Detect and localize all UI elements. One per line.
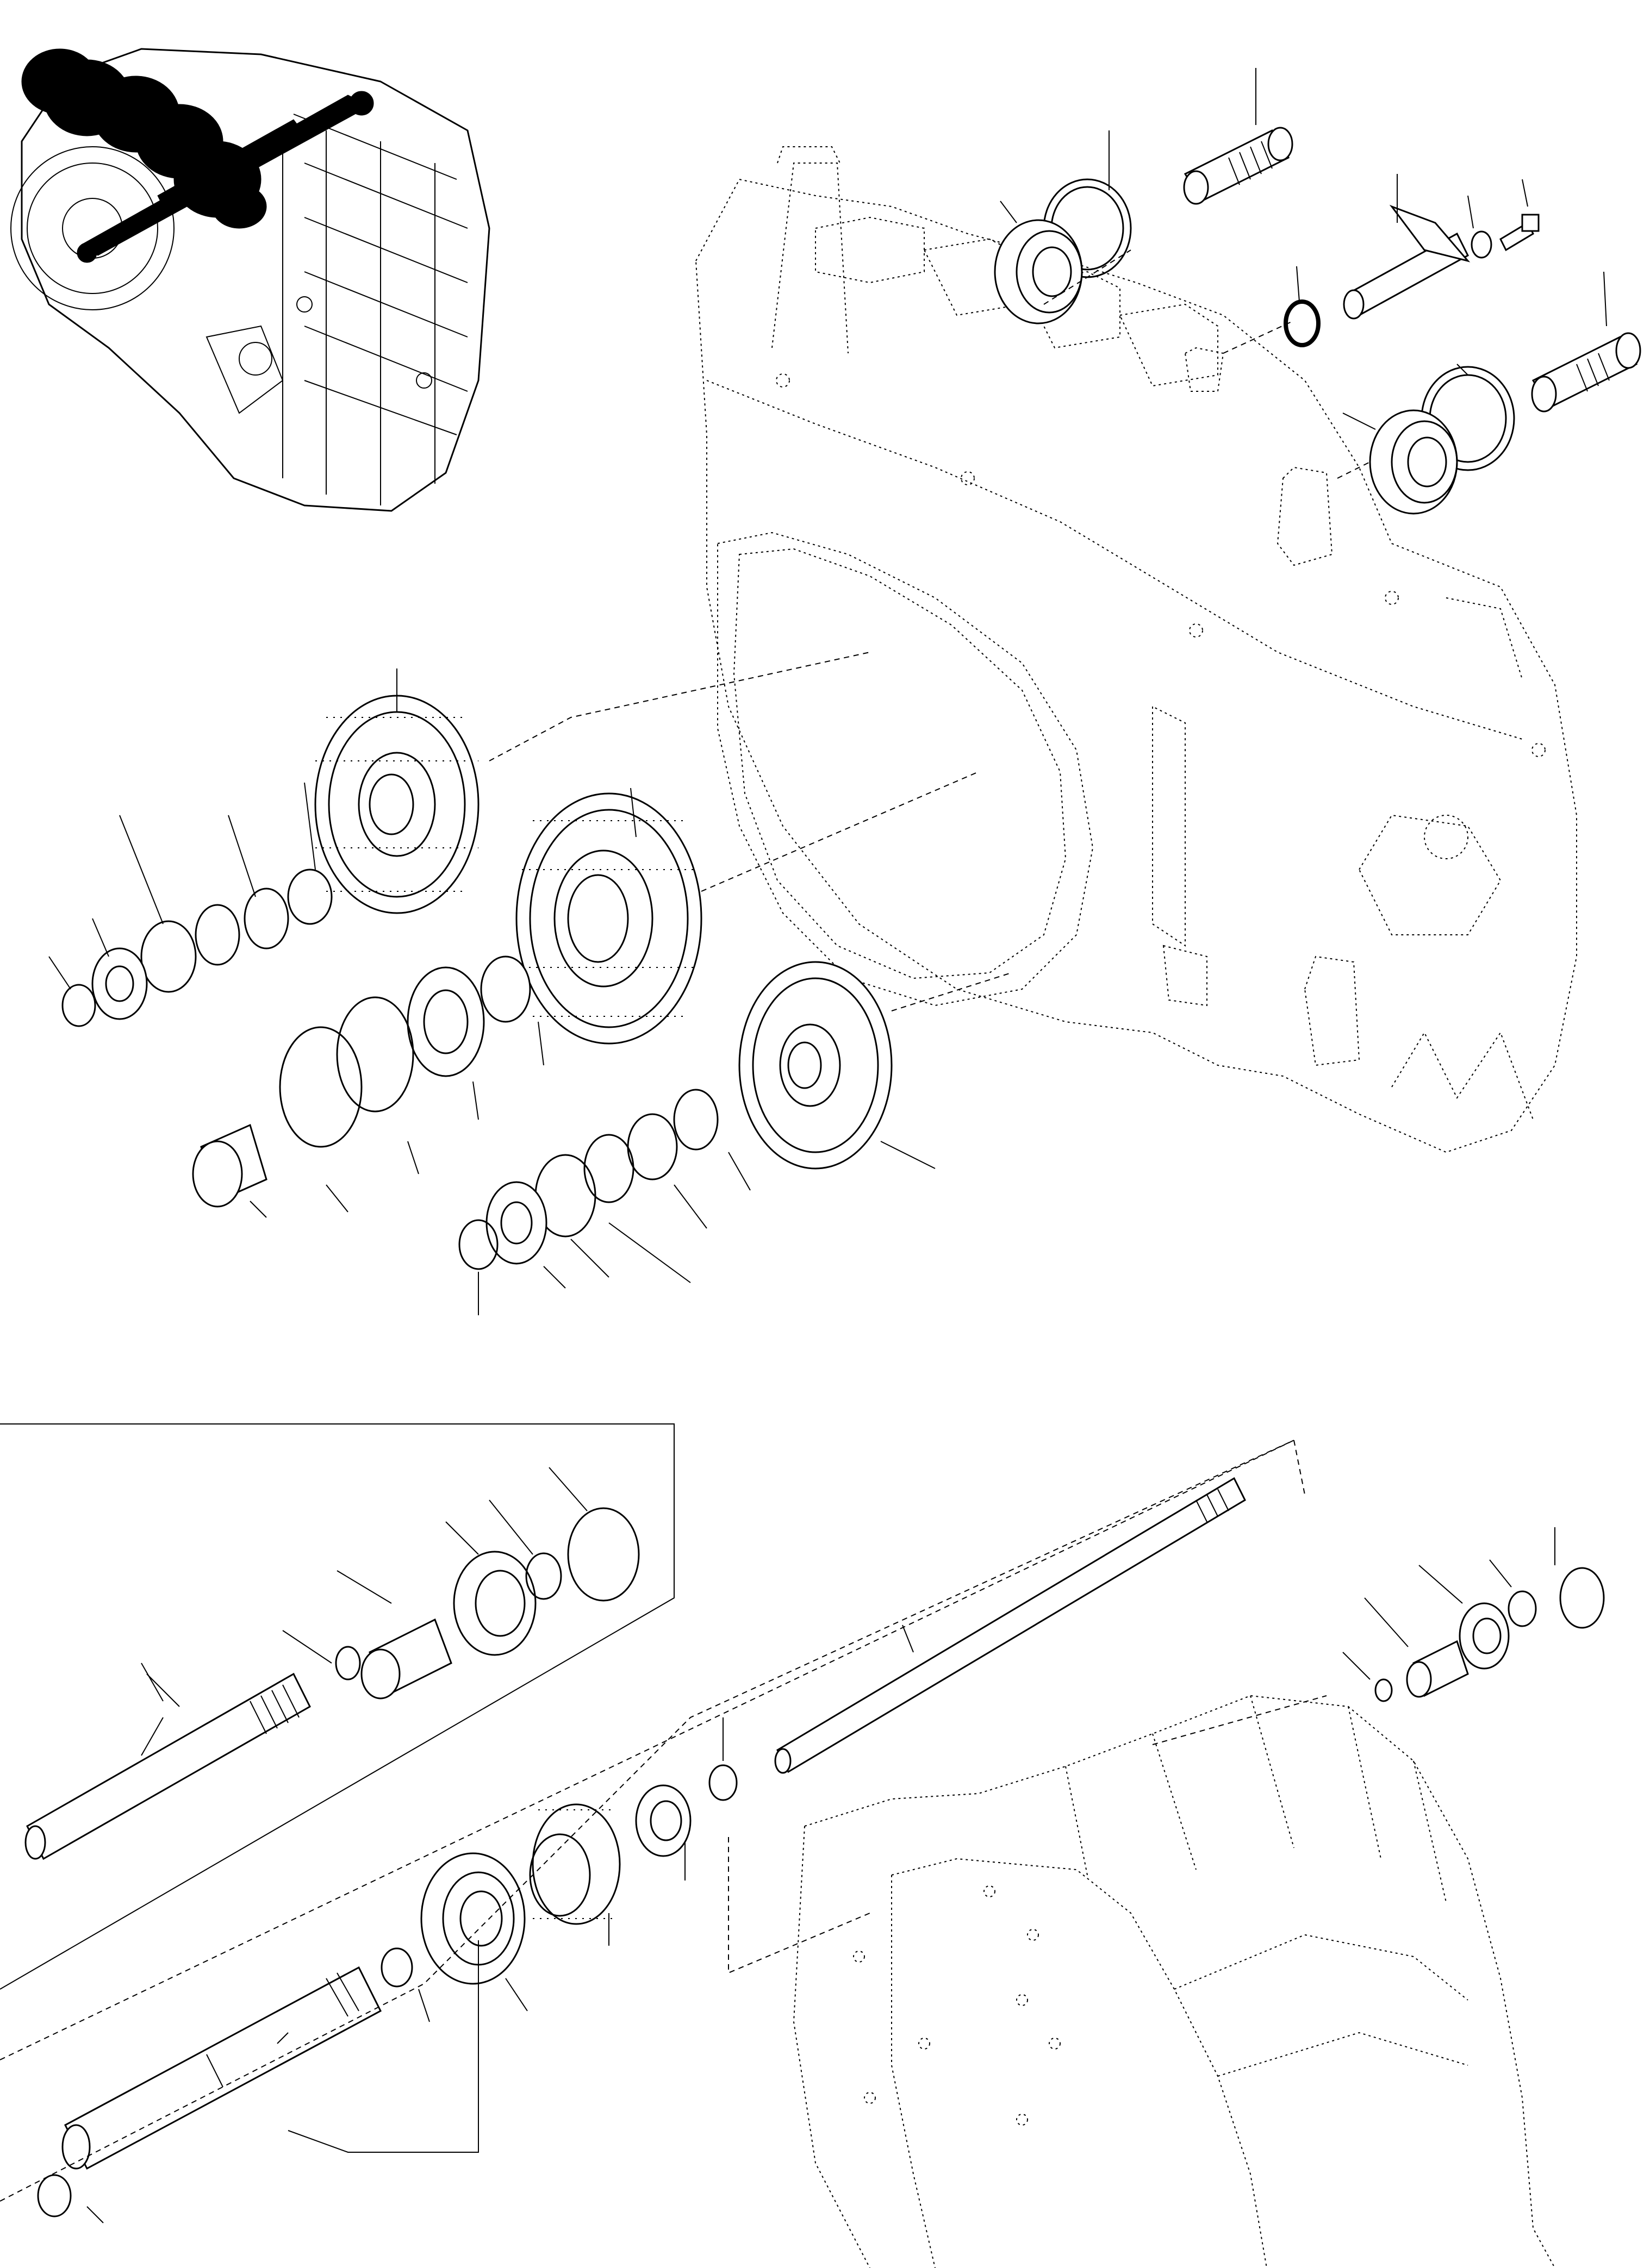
helical-gear-3-icon [738,961,893,1170]
pto-shaft-assembly [1342,1527,1605,1702]
bearing-2-icon [1369,409,1458,515]
bolt-icon [1471,214,1540,259]
flanged-shaft-icon [1343,204,1471,320]
spur-gear-icon [529,1803,621,1925]
countershaft-assembly [0,1440,1305,2223]
transmission-thumbnail-icon [10,48,490,512]
output-shaft-inset [0,1423,675,1990]
splined-sleeve-icon [1183,127,1293,205]
o-ring-icon [1284,299,1321,347]
helical-gear-2-icon [515,792,702,1045]
shaft-with-gear-icon [61,1947,413,2170]
input-shaft-assembly [994,68,1641,515]
gear-cluster [48,652,1012,1315]
rear-housing [728,1695,1555,2268]
long-shaft-icon [774,1477,1246,1774]
bearing-icon [994,219,1083,324]
splined-shaft-icon [24,1672,311,1860]
splined-sleeve-2-icon [1531,332,1641,413]
helical-gear-icon [314,695,480,914]
